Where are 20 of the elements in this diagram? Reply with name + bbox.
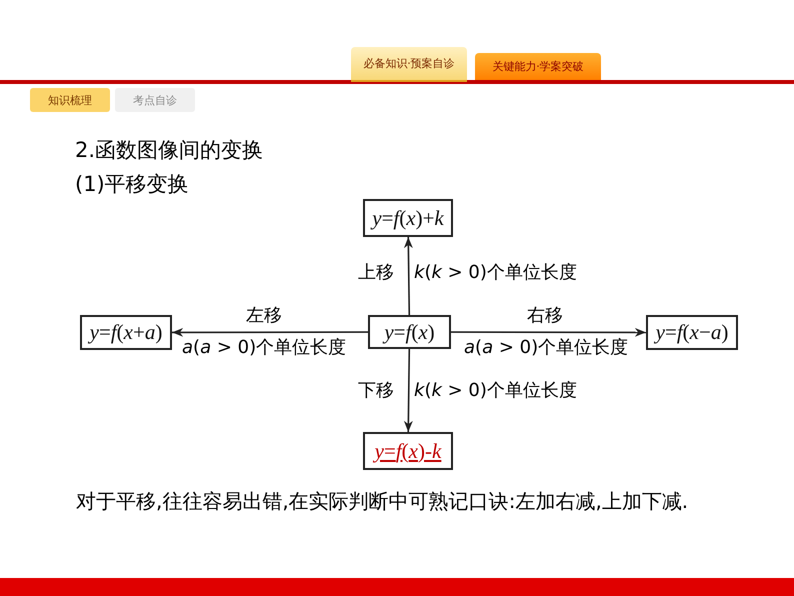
arrow xyxy=(404,236,413,316)
tab: 关键能力·学案突破 xyxy=(475,53,601,80)
edge-note: k(k > 0)个单位长度 xyxy=(414,379,577,402)
arrow xyxy=(451,328,646,337)
paragraph: 对于平移,往往容易出错,在实际判断中可熟记口诀:左加右减,上加下减. xyxy=(75,488,690,515)
edge-note: a(a > 0)个单位长度 xyxy=(464,336,628,359)
heading: 2.函数图像间的变换 xyxy=(75,137,264,164)
formula-box: y=f(x+a) xyxy=(80,315,172,350)
formula-box: y=f(x)-k xyxy=(363,432,453,470)
active-tab: 必备知识·预案自诊 xyxy=(351,47,467,82)
formula-box: y=f(x−a) xyxy=(646,315,738,350)
arrow xyxy=(404,348,413,432)
edge-note: k(k > 0)个单位长度 xyxy=(414,261,577,284)
formula-box: y=f(x)+k xyxy=(363,199,453,237)
subheading: (1)平移变换 xyxy=(75,171,189,198)
tab: 考点自诊 xyxy=(115,88,195,112)
arrow xyxy=(172,328,368,337)
formula-box: y=f(x) xyxy=(368,315,451,349)
active-tab: 知识梳理 xyxy=(30,88,110,112)
edge-note: a(a > 0)个单位长度 xyxy=(182,336,346,359)
